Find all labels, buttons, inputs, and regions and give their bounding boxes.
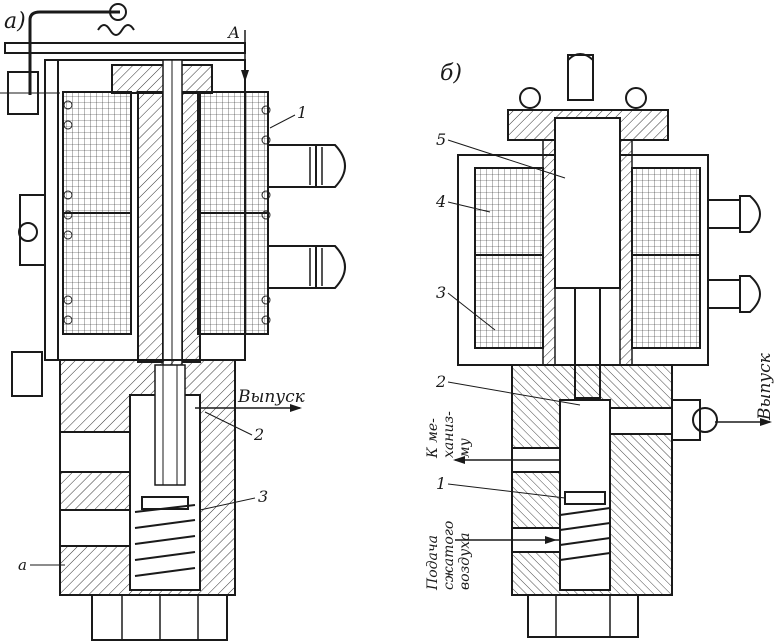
outlet-fitting-b — [671, 399, 701, 441]
callout-b-4: 4 — [435, 192, 446, 211]
callout-a-2: 2 — [253, 425, 264, 444]
left-screw — [11, 351, 43, 397]
terminal-upper — [267, 144, 346, 188]
panel-a-label: а) — [4, 9, 26, 34]
terminal-lower-b — [707, 275, 761, 313]
air-supply-label: Подача сжатого воздуха — [425, 521, 473, 591]
callout-b-2: 2 — [435, 372, 446, 391]
callout-b-1: 1 — [436, 474, 446, 493]
spring-cap-a — [141, 496, 189, 510]
section-mark-a: А — [227, 23, 240, 42]
outlet-label-b: Выпуск — [755, 352, 775, 421]
left-core-wall — [137, 91, 164, 363]
top-bolt-right — [625, 87, 647, 109]
inlet-port-a — [59, 509, 131, 547]
svg-text:воздуха: воздуха — [457, 533, 473, 590]
terminal-upper-b — [707, 195, 761, 233]
to-mechanism-label: К ме- ханиз- му — [425, 411, 473, 459]
top-bolt-left — [519, 87, 541, 109]
svg-text:ханиз-: ханиз- — [441, 411, 457, 458]
top-cap-b — [567, 54, 594, 101]
panel-b: б) 5 4 3 2 1 Выпуск К ме- ханиз- му Пода… — [425, 53, 775, 638]
upper-yoke — [111, 64, 213, 94]
armature-b — [554, 117, 621, 289]
top-knob — [109, 3, 127, 21]
callout-a-a: а — [18, 556, 27, 574]
right-core-wall — [181, 91, 201, 363]
outlet-label-a: Выпуск — [237, 387, 306, 407]
panel-a: а) А 1 2 3 а Выпуск — [0, 3, 346, 641]
svg-text:Подача: Подача — [425, 535, 441, 591]
right-coil-b — [631, 167, 701, 349]
left-clamp — [19, 194, 46, 266]
callout-a-3: 3 — [258, 487, 268, 506]
valve-stem-a — [154, 364, 186, 486]
top-spring — [97, 24, 135, 36]
coil-turns — [63, 100, 271, 325]
callout-a-1: 1 — [297, 103, 307, 122]
callout-b-5: 5 — [436, 130, 446, 149]
right-core-wall-b — [619, 139, 633, 366]
terminal-lower — [267, 245, 346, 289]
bottom-nut-b — [527, 594, 639, 638]
svg-text:му: му — [457, 437, 473, 458]
svg-text:К ме-: К ме- — [425, 418, 441, 459]
panel-b-label: б) — [440, 61, 462, 86]
outlet-port-a — [59, 431, 141, 473]
return-spring-b — [559, 507, 611, 561]
callout-b-3: 3 — [436, 283, 446, 302]
valve-chamber-b — [559, 399, 611, 591]
svg-text:сжатого: сжатого — [441, 521, 457, 590]
top-plate — [4, 42, 246, 54]
top-bracket — [28, 10, 120, 95]
left-coil-b — [474, 167, 544, 349]
